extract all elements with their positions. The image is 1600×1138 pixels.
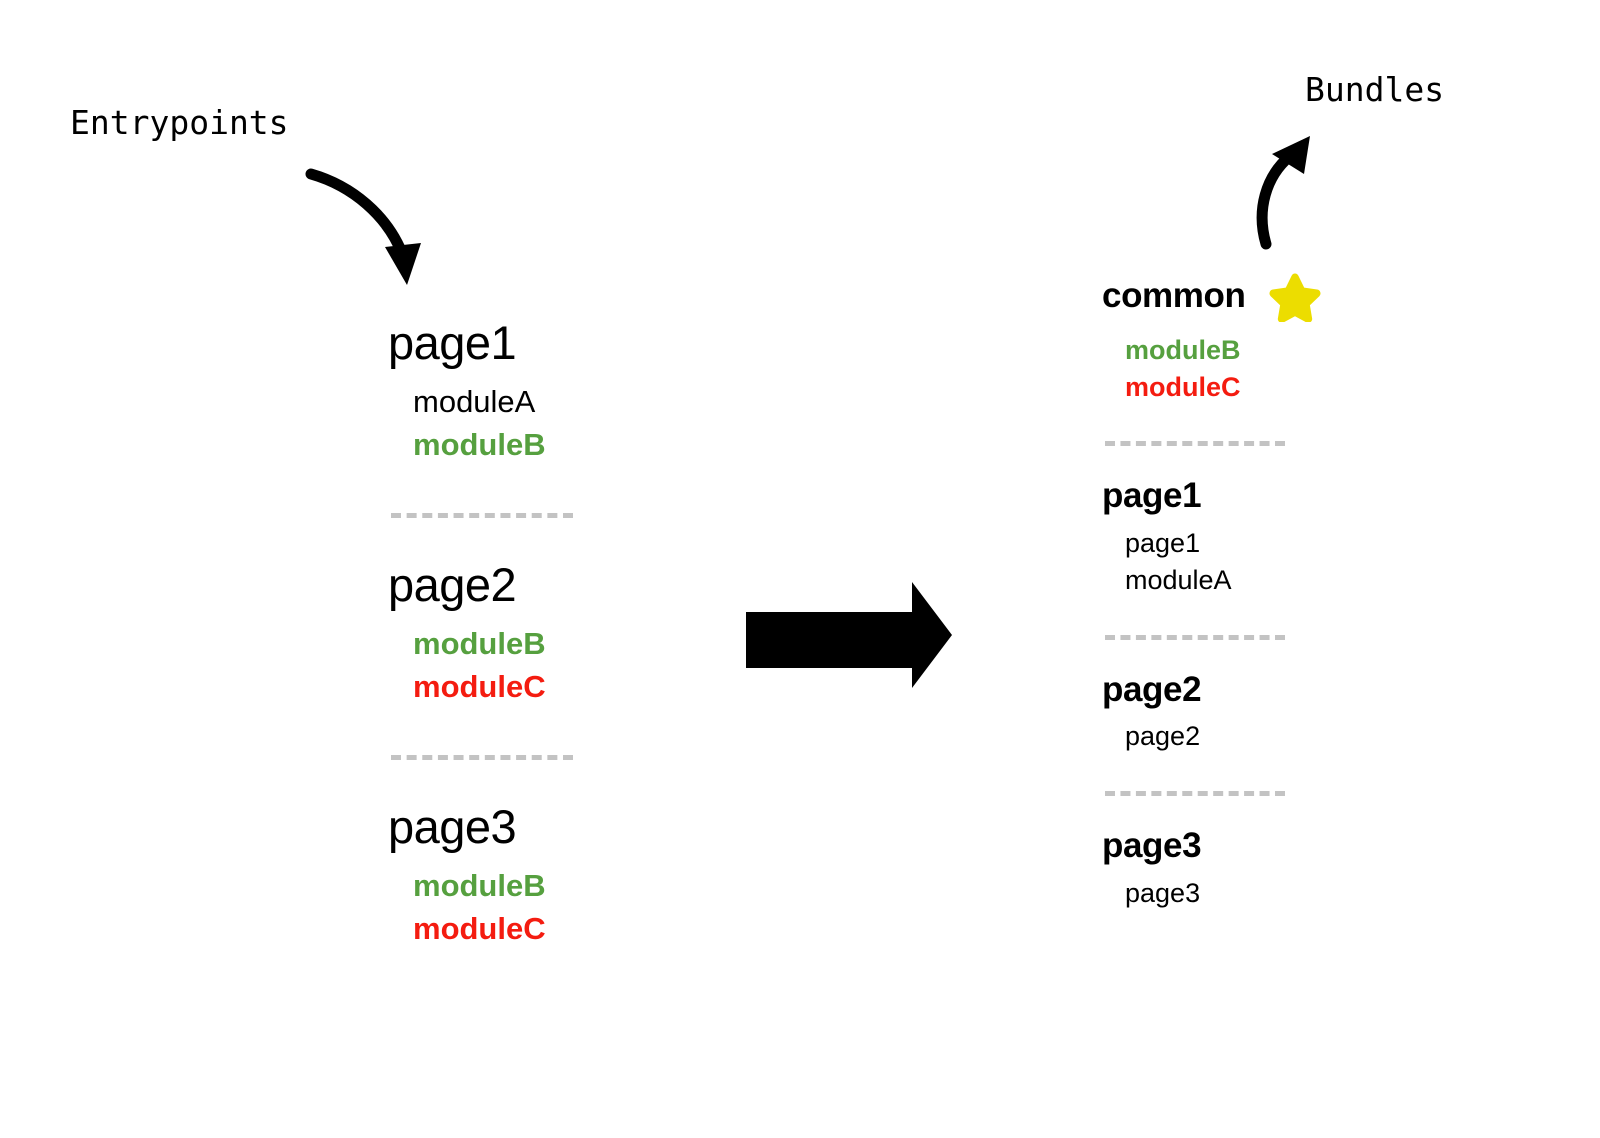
module-item: page2	[1125, 721, 1201, 752]
bundle-title: page2	[1102, 669, 1202, 709]
bundle-title-row: page1	[1102, 478, 1432, 515]
module-item: moduleB	[413, 868, 546, 904]
module-item: moduleB	[1125, 335, 1241, 365]
curved-down-right-arrow-icon	[305, 168, 421, 285]
block-right-arrow-icon	[746, 582, 952, 688]
dashed-line	[1105, 441, 1285, 447]
dashed-line	[391, 512, 573, 518]
module-item: moduleB	[413, 626, 546, 662]
bundle-divider	[1102, 755, 1432, 828]
bundle-group: page2 page2	[1102, 669, 1432, 755]
module-item: moduleA	[413, 384, 536, 420]
star-icon	[1269, 273, 1321, 322]
entrypoints-caption: Entrypoints	[70, 103, 289, 142]
module-item: page1	[1125, 528, 1201, 559]
bundle-group: common moduleB moduleC	[1102, 270, 1432, 405]
bundles-column: common moduleB moduleC page1 page1 modul…	[1102, 270, 1432, 912]
entrypoint-title: page3	[388, 799, 517, 853]
entrypoint-divider	[388, 709, 688, 802]
module-item: moduleC	[413, 668, 546, 704]
bundle-title-row: page2	[1102, 669, 1432, 709]
bundle-title-row: common	[1102, 270, 1432, 322]
module-item: moduleB	[413, 427, 546, 463]
entrypoint-module-list: moduleB moduleC	[388, 865, 688, 951]
bundle-group: page1 page1 moduleA	[1102, 478, 1432, 598]
bundle-module-list: page1 moduleA	[1102, 525, 1432, 598]
entrypoint-title: page2	[388, 557, 517, 611]
dashed-line	[1105, 634, 1285, 640]
curved-up-right-arrow-icon	[1256, 136, 1310, 250]
module-item: moduleC	[413, 910, 546, 946]
bundle-title: page1	[1102, 476, 1202, 516]
module-item: moduleA	[1125, 564, 1232, 595]
bundle-divider	[1102, 599, 1432, 672]
entrypoint-module-list: moduleB moduleC	[388, 623, 688, 709]
entrypoint-group: page1 moduleA moduleB	[388, 318, 688, 467]
bundle-title-row: page3	[1102, 826, 1432, 866]
entrypoint-module-list: moduleA moduleB	[388, 381, 688, 467]
bundle-divider	[1102, 405, 1432, 478]
entrypoint-divider	[388, 467, 688, 560]
dashed-line	[391, 754, 573, 760]
entrypoints-column: page1 moduleA moduleB page2 moduleB modu…	[388, 318, 688, 951]
module-item: moduleC	[1125, 371, 1241, 402]
bundles-caption: Bundles	[1305, 70, 1445, 109]
dashed-line	[1105, 791, 1285, 797]
bundle-module-list: page2	[1102, 718, 1432, 755]
bundle-module-list: page3	[1102, 875, 1432, 912]
bundle-module-list: moduleB moduleC	[1102, 332, 1432, 405]
entrypoint-group: page3 moduleB moduleC	[388, 799, 688, 951]
entrypoint-title: page1	[388, 316, 517, 369]
bundle-title: common	[1102, 275, 1246, 315]
bundle-title: page3	[1102, 826, 1202, 866]
module-item: page3	[1125, 877, 1201, 908]
bundle-group: page3 page3	[1102, 826, 1432, 912]
entrypoint-group: page2 moduleB moduleC	[388, 560, 688, 709]
